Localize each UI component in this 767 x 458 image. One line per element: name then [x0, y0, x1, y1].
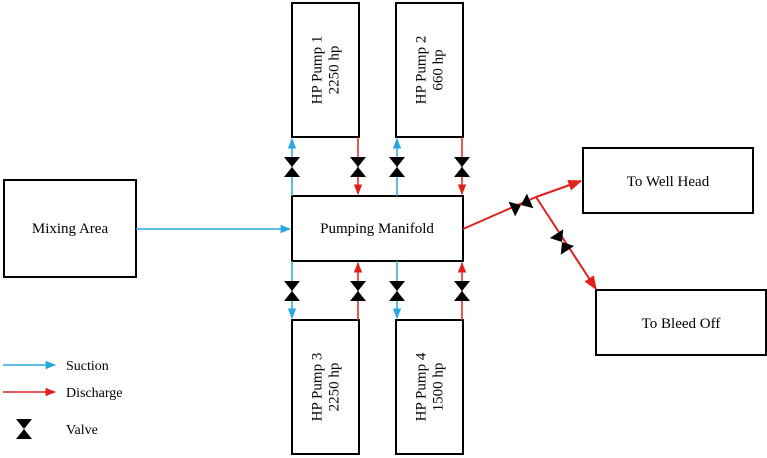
- legend-valve-label: Valve: [66, 423, 98, 438]
- pump3-name: HP Pump 3: [310, 353, 326, 422]
- pump4-name: HP Pump 4: [414, 352, 430, 421]
- valve-bleed-off[interactable]: [549, 229, 575, 255]
- well-head-label: To Well Head: [627, 174, 710, 190]
- pump1-box: [291, 2, 360, 138]
- valve-pump2-discharge[interactable]: [454, 157, 470, 177]
- valve-pump3-suction[interactable]: [284, 281, 300, 301]
- bowtie-valve-icon: [454, 281, 470, 301]
- legend-suction-label: Suction: [66, 359, 109, 374]
- valve-pump1-discharge[interactable]: [350, 157, 366, 177]
- pump4-box: [395, 319, 464, 455]
- pumping-manifold-box: [291, 195, 464, 262]
- pump2-box: [395, 2, 464, 138]
- pump2-power: 660 hp: [431, 49, 447, 90]
- pump3-box: [291, 319, 360, 455]
- pump4-power: 1500 hp: [431, 363, 447, 412]
- valve-pump3-discharge[interactable]: [350, 281, 366, 301]
- pump1-label: HP Pump 1 2250 hp: [310, 36, 343, 105]
- pump2-label: HP Pump 2 660 hp: [414, 36, 447, 105]
- valve-pump2-suction[interactable]: [389, 157, 405, 177]
- bowtie-valve-icon: [549, 229, 575, 255]
- legend: Suction Discharge Valve: [3, 359, 123, 439]
- valve-main-discharge[interactable]: [508, 193, 534, 217]
- pump3-label: HP Pump 3 2250 hp: [310, 353, 343, 422]
- pump2-name: HP Pump 2: [414, 36, 430, 105]
- bowtie-valve-icon: [508, 193, 534, 217]
- valve-pump4-discharge[interactable]: [454, 281, 470, 301]
- bowtie-valve-icon: [16, 419, 32, 439]
- bowtie-valve-icon: [350, 281, 366, 301]
- bowtie-valve-icon: [389, 157, 405, 177]
- valve-pump1-suction[interactable]: [284, 157, 300, 177]
- bowtie-valve-icon: [284, 157, 300, 177]
- well-head-discharge-line: [535, 179, 583, 198]
- pump1-power: 2250 hp: [327, 46, 343, 95]
- mixing-area-box: [3, 179, 137, 278]
- bleed-off-discharge-line: [535, 196, 597, 291]
- bowtie-valve-icon: [350, 157, 366, 177]
- well-head-box: [582, 147, 754, 214]
- bowtie-valve-icon: [284, 281, 300, 301]
- bleed-off-label: To Bleed Off: [642, 316, 721, 332]
- mixing-area-label: Mixing Area: [32, 221, 109, 237]
- bowtie-valve-icon: [389, 281, 405, 301]
- legend-discharge-label: Discharge: [66, 386, 123, 401]
- pumping-manifold-label: Pumping Manifold: [320, 221, 434, 237]
- valve-pump4-suction[interactable]: [389, 281, 405, 301]
- bleed-off-box: [595, 289, 767, 356]
- pump4-label: HP Pump 4 1500 hp: [414, 352, 447, 421]
- pump3-power: 2250 hp: [327, 363, 343, 412]
- bowtie-valve-icon: [454, 157, 470, 177]
- pump1-name: HP Pump 1: [310, 36, 326, 105]
